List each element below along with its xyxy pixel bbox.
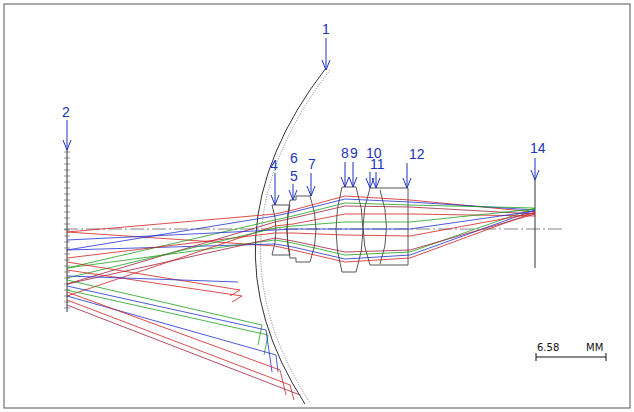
- callout-number: 6: [290, 151, 298, 165]
- callout-number: 4: [270, 158, 278, 172]
- callout-number: 14: [530, 141, 546, 155]
- callout-number: 2: [62, 105, 70, 119]
- scale-text: 6.58: [537, 343, 559, 353]
- callout-number: 7: [308, 157, 316, 171]
- callout-number: 9: [350, 146, 358, 160]
- callout-number: 5: [290, 169, 298, 183]
- callout-number: 8: [341, 146, 349, 160]
- callout-number: 12: [409, 147, 425, 161]
- scale-text: MM: [586, 343, 603, 353]
- callout-number: 1: [322, 22, 330, 36]
- callout-number: 11: [370, 157, 385, 171]
